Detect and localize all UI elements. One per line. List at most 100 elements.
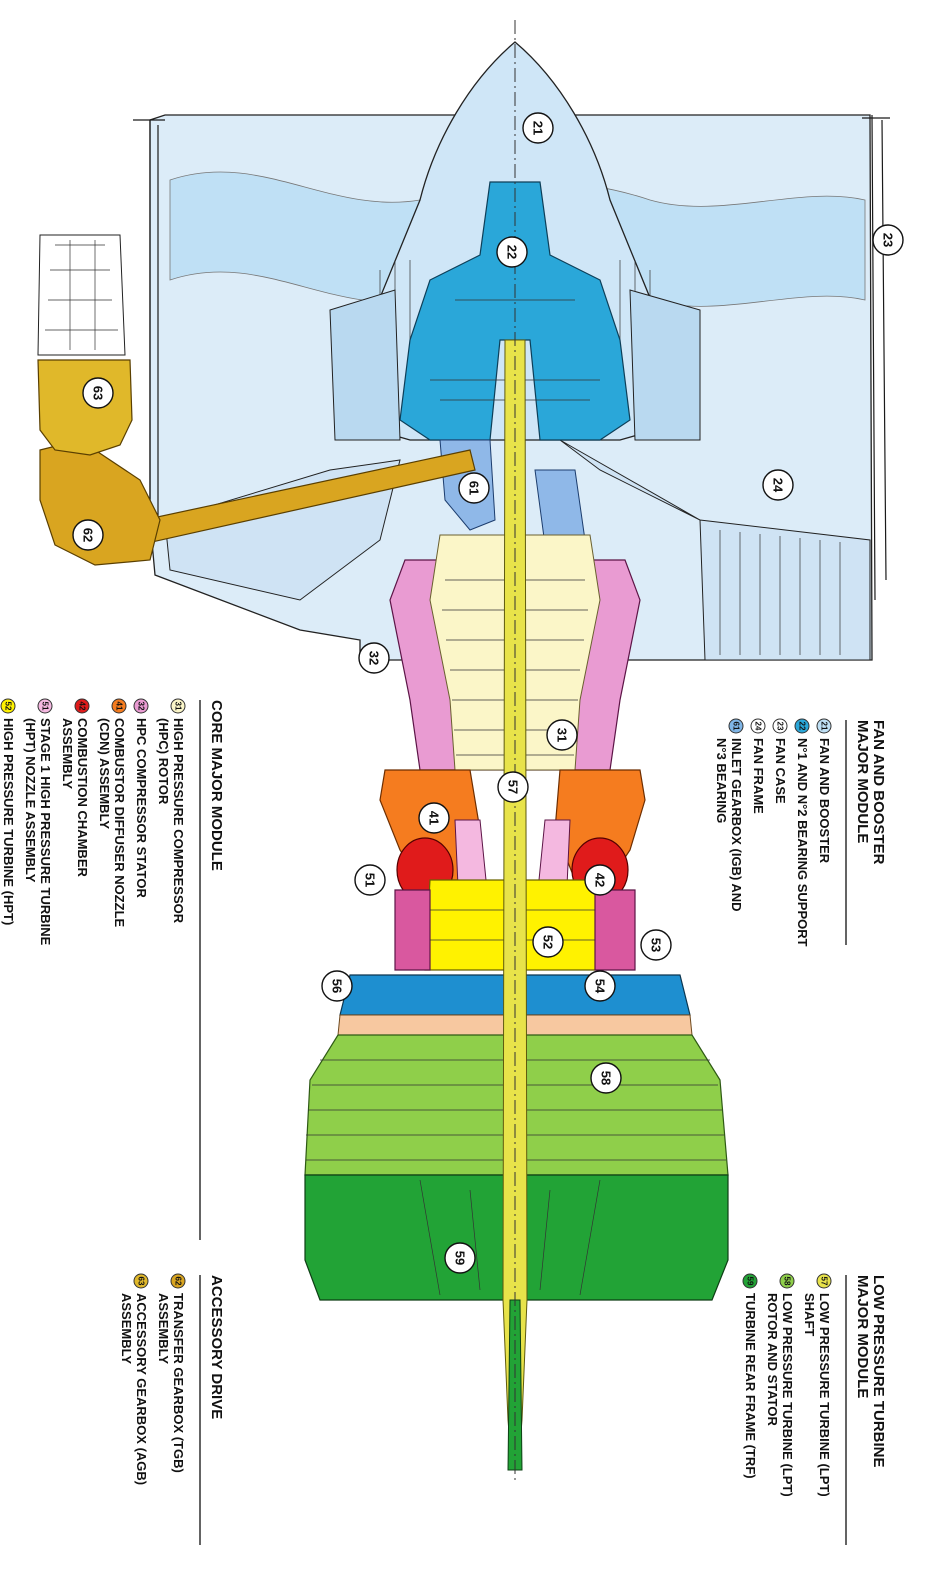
callout-number: 61 [467, 481, 482, 495]
legend-badge-number: 58 [783, 1277, 792, 1286]
legend-badge [37, 698, 53, 714]
legend-item-text: (HPC) ROTOR [156, 718, 171, 805]
legend-item-text: LOW PRESSURE TURBINE (LPT) [780, 1293, 795, 1497]
legend-item-text: TURBINE REAR FRAME (TRF) [743, 1293, 758, 1479]
hpt-nozzle-stage2 [394, 889, 636, 971]
callout-circle [532, 926, 564, 958]
agb-mount-frame [37, 234, 126, 356]
callout-circle [590, 1062, 622, 1094]
callout-number: 53 [649, 938, 664, 952]
legend-item-text: ROTOR AND STATOR [765, 1293, 780, 1427]
legend-item-text: COMBUSTION CHAMBER [75, 718, 90, 877]
callout-number: 31 [555, 728, 570, 742]
callout-52: 52 [532, 926, 564, 958]
fan-frame-strut-lines [719, 530, 841, 655]
legend-badge [772, 718, 788, 734]
callout-circle [584, 970, 616, 1002]
legend-badge [816, 1273, 832, 1289]
legend-badge-number: 61 [732, 722, 741, 731]
callout-circle [497, 771, 529, 803]
callout-circle [444, 1242, 476, 1274]
callout-22: 22 [496, 236, 528, 268]
legend-badge-number: 23 [776, 722, 785, 731]
legend-item-text: INLET GEARBOX (IGB) AND [729, 738, 744, 912]
legend-badge-number: 22 [798, 722, 807, 731]
legend-badge-number: 41 [115, 702, 124, 711]
callout-53: 53 [640, 929, 672, 961]
legend-item-text: TRANSFER GEARBOX (TGB) [171, 1293, 186, 1473]
booster-right-ring [629, 289, 701, 441]
legend-badge [742, 1273, 758, 1289]
callout-circle [522, 112, 554, 144]
legend-badge [0, 698, 16, 714]
tgb-housing [39, 439, 161, 566]
callout-number: 22 [505, 245, 520, 259]
callout-42: 42 [584, 864, 616, 896]
callout-41: 41 [418, 802, 450, 834]
legend-badge-number: 21 [820, 722, 829, 731]
callout-number: 51 [363, 873, 378, 887]
callout-number: 56 [330, 979, 345, 993]
callout-56: 56 [321, 970, 353, 1002]
legend-badge [816, 718, 832, 734]
callout-number: 42 [593, 873, 608, 887]
legend-fan-booster-title-line-2: FAN AND BOOSTER [870, 720, 887, 865]
legend-badge [170, 698, 186, 714]
legend-item-22: 22N°1 AND N°2 BEARING SUPPORT [794, 718, 810, 947]
callout-61: 61 [458, 472, 490, 504]
callout-23: 23 [872, 224, 904, 256]
exhaust-plug-stem [507, 1299, 523, 1471]
lpt-shaft [502, 339, 528, 1471]
callout-circle [546, 719, 578, 751]
legend-badge [794, 718, 810, 734]
fan-case-right-rail [862, 114, 890, 601]
callout-number: 63 [91, 386, 106, 400]
legend-badge [779, 1273, 795, 1289]
legend-badge-number: 51 [41, 702, 50, 711]
legend-item-text: ROTOR ASSEMBLY [0, 718, 1, 839]
legend-badge [111, 698, 127, 714]
legend-badge-number: 59 [746, 1277, 755, 1286]
legend-item-text: HPC COMPRESSOR STATOR [134, 718, 149, 898]
legend-item-text: FAN AND BOOSTER [817, 738, 832, 864]
callout-circle [82, 377, 114, 409]
agb-mount-details [45, 240, 118, 350]
accessory-drive [37, 234, 476, 566]
legend-item-text: FAN FRAME [751, 738, 766, 814]
callout-number: 23 [881, 233, 896, 247]
callout-circle [458, 472, 490, 504]
legend-accessory-title-line-1: ACCESSORY DRIVE [208, 1275, 225, 1419]
legend-badge [728, 718, 744, 734]
legend-badge-number: 31 [174, 702, 183, 711]
callout-63: 63 [82, 377, 114, 409]
agb-housing [37, 359, 133, 456]
legend-core-title-line-1: CORE MAJOR MODULE [208, 700, 225, 871]
legend-fan-booster-title-line-1: MAJOR MODULE [854, 720, 871, 843]
legend-badge-number: 42 [78, 702, 87, 711]
callout-number: 54 [593, 979, 608, 994]
callout-number: 41 [427, 811, 442, 825]
callout-number: 62 [81, 528, 96, 542]
legend-item-text: HIGH PRESSURE TURBINE (HPT) [1, 718, 16, 925]
callout-number: 32 [367, 651, 382, 665]
legend-item-text: N°1 AND N°2 BEARING SUPPORT [795, 738, 810, 947]
callout-circle [872, 224, 904, 256]
callout-circle [584, 864, 616, 896]
callout-number: 57 [506, 780, 521, 794]
callout-59: 59 [444, 1242, 476, 1274]
legend-badge-number: 24 [754, 722, 763, 731]
legend-badge-number: 52 [4, 702, 13, 711]
legend-badge [133, 1273, 149, 1289]
